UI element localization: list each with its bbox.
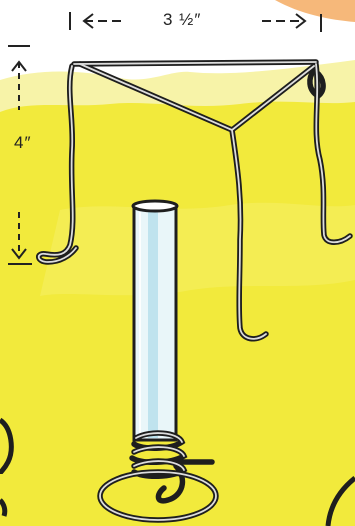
height-dimension-label: 4″	[14, 133, 32, 152]
width-arrowhead-right	[295, 13, 307, 29]
yellow-wash-highlight	[40, 202, 355, 296]
test-tube	[131, 199, 179, 442]
height-arrowhead-down	[11, 248, 27, 260]
width-arrowhead-left	[82, 13, 94, 29]
orange-wash	[275, 0, 355, 22]
height-dimension	[8, 45, 32, 265]
width-dimension	[69, 12, 322, 32]
height-arrowhead-up	[11, 60, 27, 72]
wire-tripod-stand	[36, 59, 353, 342]
edge-wire-fragments	[0, 417, 355, 526]
width-dimension-label: 3 ½″	[163, 10, 202, 29]
coiled-wire-base	[97, 430, 219, 523]
